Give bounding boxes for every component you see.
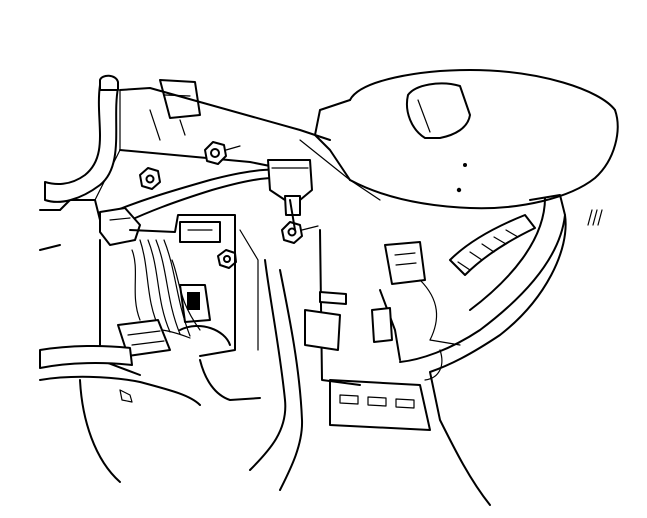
multifunction-connector <box>384 241 426 285</box>
wire-bundle <box>117 239 231 357</box>
junction-block <box>99 214 259 376</box>
harness-clip <box>117 319 171 357</box>
mounting-nut-upper <box>204 141 241 165</box>
mounting-nut-center <box>281 221 319 244</box>
mounting-nut-left <box>139 167 161 190</box>
center-support <box>304 229 431 431</box>
column-bracket <box>406 82 471 139</box>
steering-harness <box>371 214 536 361</box>
hatch-marks <box>587 209 603 226</box>
vacuum-hose <box>44 74 119 203</box>
steering-column <box>299 69 619 210</box>
lower-hose <box>39 344 201 406</box>
mounting-nut-lower <box>217 249 237 269</box>
column-connector <box>267 159 313 231</box>
knee-bolster <box>399 194 567 506</box>
lower-panel <box>79 259 304 491</box>
relay-connector <box>179 221 221 243</box>
